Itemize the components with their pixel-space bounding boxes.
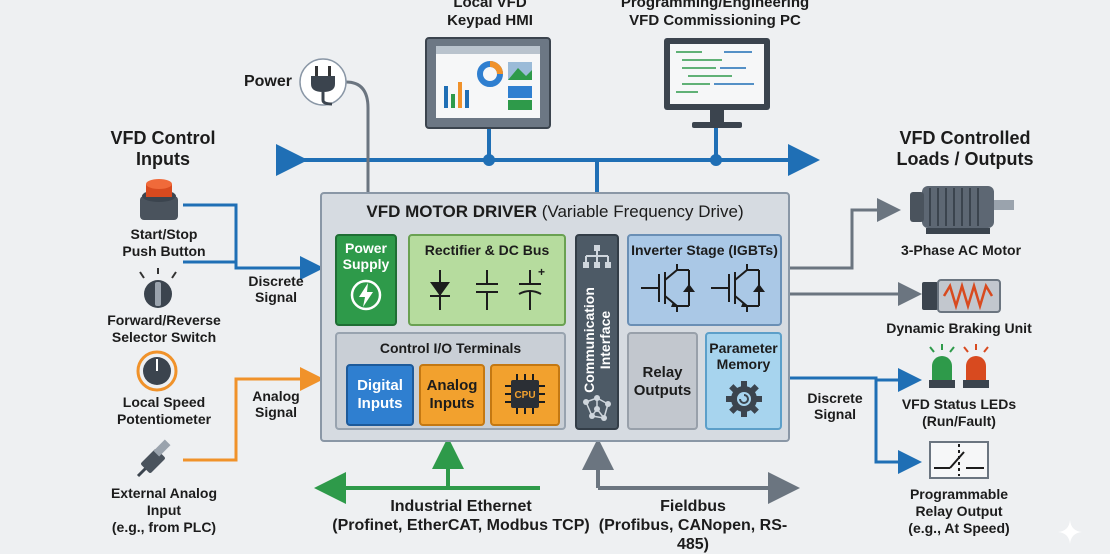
selector-switch-icon[interactable] <box>130 266 186 310</box>
diode-icon: + <box>430 265 545 310</box>
vfd-title: VFD MOTOR DRIVER (Variable Frequency Dri… <box>366 202 744 221</box>
control-io-label: Control I/O Terminals <box>379 340 522 356</box>
digital-inputs-label: Digital Inputs <box>357 377 403 412</box>
communication-interface-block[interactable]: Communication Interface <box>575 234 619 430</box>
ethernet-bus <box>314 437 540 504</box>
discrete-signal-in-label: Discrete Signal <box>248 273 304 305</box>
motor-icon[interactable] <box>900 182 1018 238</box>
status-leds-label: VFD Status LEDs (Run/Fault) <box>901 396 1017 429</box>
power-supply-block[interactable]: Power Supply <box>335 234 397 326</box>
motor-label: 3-Phase AC Motor <box>900 242 1022 258</box>
rectifier-block[interactable]: Rectifier & DC Bus + <box>408 234 566 326</box>
inputs-heading: VFD Control Inputs <box>110 128 216 169</box>
outputs-heading: VFD Controlled Loads / Outputs <box>896 128 1034 169</box>
power-supply-label: Power Supply <box>342 240 390 272</box>
network-tree-icon <box>583 245 611 268</box>
cpu-block[interactable]: CPU <box>490 364 560 426</box>
push-button-icon[interactable] <box>134 176 184 224</box>
top-bus <box>276 128 820 194</box>
potentiometer-icon[interactable] <box>134 350 180 392</box>
inverter-block[interactable]: Inverter Stage (IGBTs) <box>627 234 782 326</box>
analog-connector-icon[interactable] <box>130 432 182 480</box>
igbt-icon <box>640 264 765 312</box>
cpu-text: CPU <box>514 390 535 401</box>
analog-inputs-label: Analog Inputs <box>426 377 478 412</box>
relay-contact-icon[interactable] <box>926 438 992 482</box>
svg-text:+: + <box>538 265 545 279</box>
analog-input-lines <box>183 367 324 462</box>
gear-icon <box>725 381 762 417</box>
power-label: Power <box>243 73 292 90</box>
digital-inputs-block[interactable]: Digital Inputs <box>346 364 414 426</box>
capacitor-icon: + <box>476 265 545 310</box>
fieldbus-label: Fieldbus (Profibus, CANopen, RS-485) <box>598 498 788 553</box>
pc-monitor-icon[interactable] <box>662 36 772 132</box>
power-plug-icon[interactable] <box>298 58 348 106</box>
fieldbus-bus <box>582 438 800 504</box>
cpu-chip-icon: CPU <box>505 374 545 414</box>
analog-signal-label: Analog Signal <box>252 388 300 420</box>
lightning-icon <box>350 279 382 311</box>
start-stop-label: Start/Stop Push Button <box>122 226 206 259</box>
pc-label: Programming/Engineering VFD Commissionin… <box>620 0 810 29</box>
braking-label: Dynamic Braking Unit <box>886 320 1032 336</box>
analog-inputs-block[interactable]: Analog Inputs <box>419 364 485 426</box>
fwd-rev-label: Forward/Reverse Selector Switch <box>107 312 221 345</box>
network-mesh-icon <box>583 395 611 421</box>
output-motor-line <box>790 198 901 270</box>
control-io-block: Control I/O Terminals Digital Inputs Ana… <box>335 332 566 430</box>
status-led-icon[interactable] <box>926 344 994 390</box>
braking-resistor-icon[interactable] <box>920 274 1002 318</box>
parameter-memory-block[interactable]: Parameter Memory <box>705 332 782 430</box>
communication-label: Communication Interface <box>581 286 613 393</box>
parameter-memory-label: Parameter Memory <box>709 340 778 372</box>
discrete-signal-out-label: Discrete Signal <box>807 390 863 422</box>
relay-outputs-label: Relay Outputs <box>633 364 692 399</box>
sparkle-icon <box>1058 520 1082 544</box>
inverter-label: Inverter Stage (IGBTs) <box>631 242 778 258</box>
speed-pot-label: Local Speed Potentiometer <box>116 394 212 427</box>
relay-output-label: Programmable Relay Output (e.g., At Spee… <box>908 486 1010 536</box>
discrete-input-lines <box>183 203 318 270</box>
relay-outputs-block[interactable]: Relay Outputs <box>627 332 698 430</box>
hmi-monitor-icon[interactable] <box>424 36 552 130</box>
hmi-label: Local VFD Keypad HMI <box>447 0 533 29</box>
ext-analog-label: External Analog Input (e.g., from PLC) <box>110 485 218 535</box>
ethernet-label: Industrial Ethernet (Profinet, EtherCAT,… <box>332 498 590 534</box>
power-line <box>345 80 380 232</box>
vfd-motor-driver: VFD MOTOR DRIVER (Variable Frequency Dri… <box>320 192 790 442</box>
rectifier-label: Rectifier & DC Bus <box>424 242 550 258</box>
